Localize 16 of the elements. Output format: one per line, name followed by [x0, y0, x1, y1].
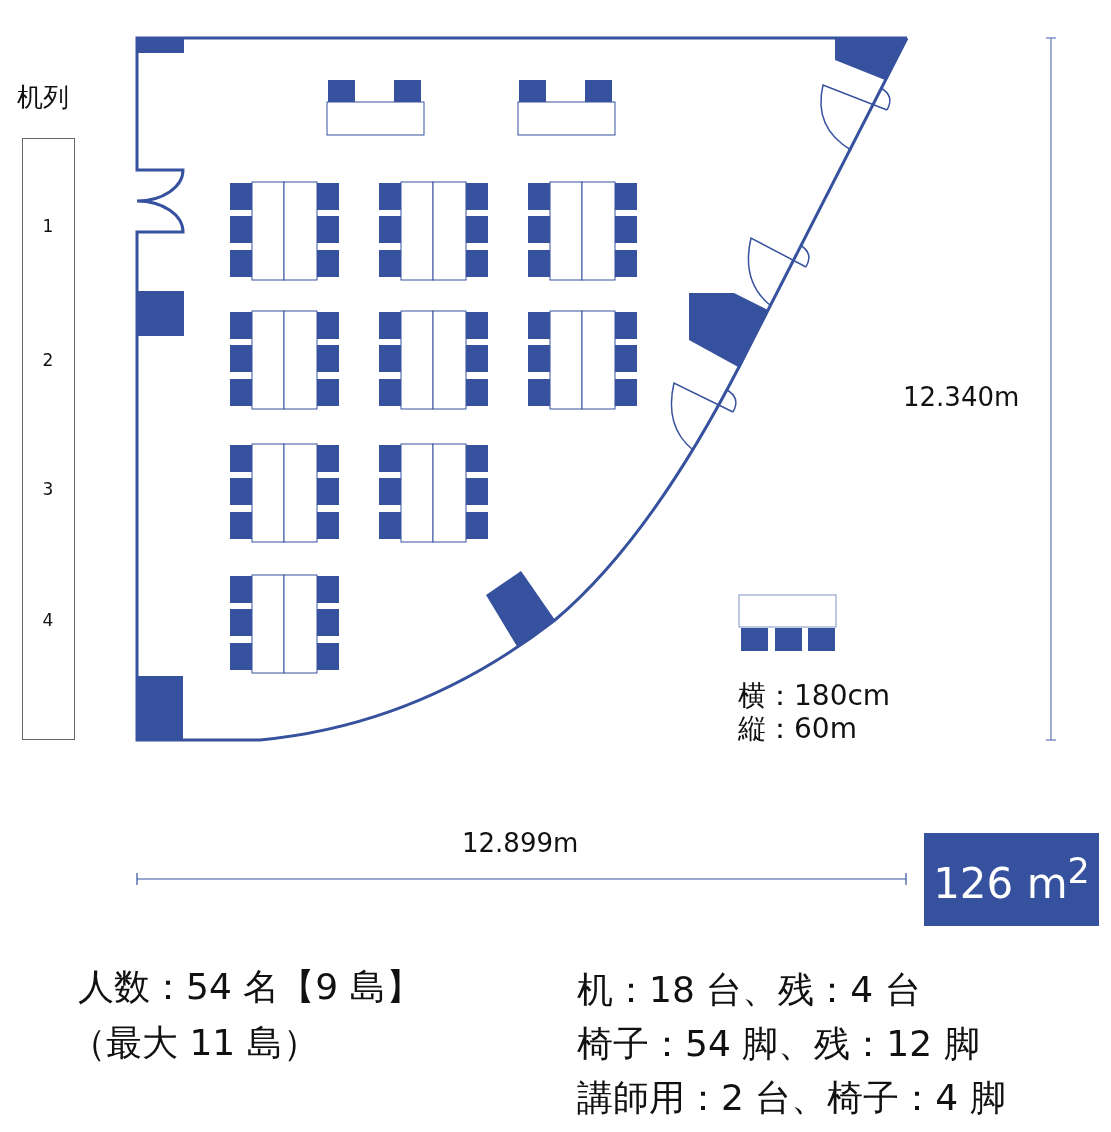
equipment-text: 椅子：54 脚、残：12 脚 — [577, 1023, 980, 1065]
column-number: 1 — [41, 217, 55, 237]
desk-size-label: 横：180cm — [738, 680, 891, 713]
area-value: 126 m$^{2}$ — [933, 851, 1090, 908]
column-number: 4 — [41, 611, 55, 631]
equipment-text: 講師用：2 台、椅子：4 脚 — [577, 1077, 1006, 1119]
desk-size-label: 縦：60m — [738, 713, 857, 746]
capacity-text: （最大 11 島） — [70, 1022, 319, 1064]
area-panel — [924, 833, 1099, 926]
capacity-text: 人数：54 名【9 島】 — [78, 966, 422, 1008]
equipment-text: 机：18 台、残：4 台 — [577, 969, 921, 1011]
column-heading: 机列 — [17, 83, 69, 113]
column-number: 2 — [41, 351, 55, 371]
column-number: 3 — [41, 480, 55, 500]
dimension-label: 12.899m — [462, 829, 579, 859]
dimension-label: 12.340m — [903, 383, 1020, 413]
